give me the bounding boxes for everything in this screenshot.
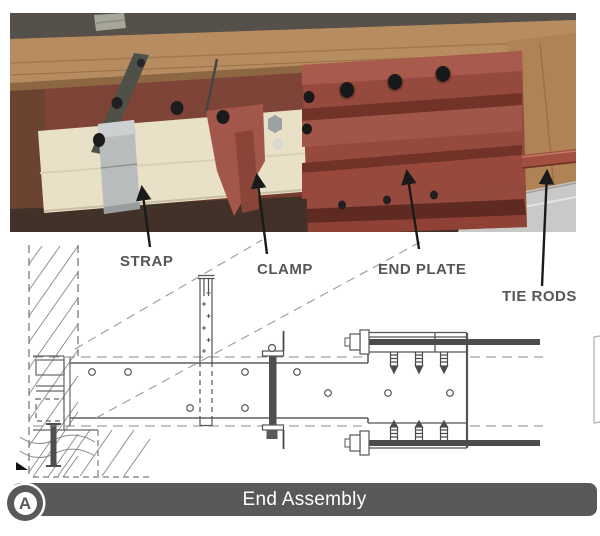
strap-arrow xyxy=(135,184,152,248)
galvanized-strap xyxy=(98,120,140,214)
wall-bracket-detail xyxy=(33,355,98,431)
label-strap: STRAP xyxy=(120,253,174,270)
flitch-beam xyxy=(33,356,543,427)
red-clamp xyxy=(206,104,265,216)
caption-title: End Assembly xyxy=(242,488,367,510)
label-end-plate: END PLATE xyxy=(378,261,467,278)
clamp-arrow xyxy=(250,172,269,255)
threaded-rod xyxy=(204,58,219,114)
bolt-head xyxy=(93,133,105,147)
tie-rod-drawing xyxy=(344,329,540,456)
page-edge-artifact xyxy=(593,335,600,424)
end-plate-arrow xyxy=(401,168,421,250)
caption-bar: End Assembly xyxy=(12,483,597,516)
clamp-drawing xyxy=(261,331,285,449)
assembly-photo xyxy=(10,13,576,232)
detail-badge-ring: A xyxy=(13,491,37,515)
hex-nut xyxy=(268,115,283,150)
bolt-head xyxy=(170,101,184,115)
anchor-bolt-detail xyxy=(16,423,150,478)
label-tie-rods: TIE RODS xyxy=(502,288,577,305)
projection-lines xyxy=(74,239,425,419)
label-clamp: CLAMP xyxy=(257,261,313,278)
detail-badge: A xyxy=(7,485,43,521)
tie-rods-arrow xyxy=(538,168,555,287)
annotation-arrows xyxy=(135,168,555,287)
strap-drawing xyxy=(198,274,215,427)
wall-outline xyxy=(28,245,79,477)
detail-badge-letter: A xyxy=(18,493,32,513)
tie-rod-photo xyxy=(521,149,576,169)
